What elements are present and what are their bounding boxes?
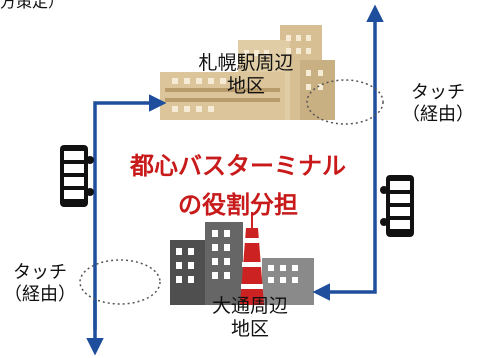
bus-right-icon [380, 175, 414, 237]
odori-line2: 地区 [230, 317, 269, 340]
sapporo-station-line2: 地区 [226, 74, 265, 97]
touch-right-line2: （経由） [402, 103, 474, 125]
touch-right-label: タッチ （経由） [398, 82, 478, 125]
touch-left-label: タッチ （経由） [0, 262, 80, 305]
sapporo-station-label: 札幌駅周辺 地区 [196, 52, 296, 98]
touch-right-line1: タッチ [411, 82, 465, 103]
tv-tower-icon [240, 212, 264, 305]
touch-left-line1: タッチ [13, 262, 67, 283]
odori-buildings-icon [170, 222, 314, 305]
sapporo-station-buildings-icon [160, 25, 335, 120]
sapporo-station-line1: 札幌駅周辺 [198, 52, 294, 74]
touch-left-line2: （経由） [4, 283, 76, 305]
touch-ellipse-left [79, 259, 161, 305]
right-arrow-left [312, 200, 377, 301]
diagram-title: 都心バスターミナル の役割分担 [118, 146, 358, 220]
top-fragment-text: 方策定） [0, 0, 65, 11]
left-arrow-up [93, 94, 167, 330]
odori-line1: 大通周辺 [211, 295, 288, 317]
odori-label: 大通周辺 地区 [200, 295, 300, 341]
title-line1: 都心バスターミナル [130, 152, 346, 180]
title-line2: の役割分担 [178, 191, 298, 219]
bus-left-icon [60, 145, 94, 207]
touch-ellipse-right [306, 79, 384, 125]
